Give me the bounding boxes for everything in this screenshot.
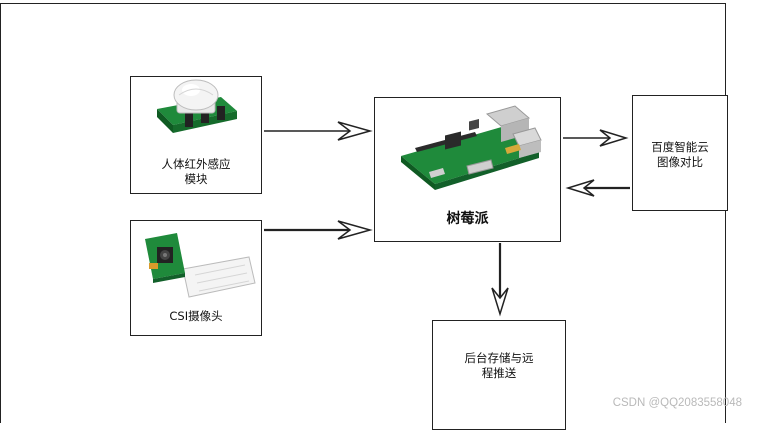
arrowhead-pi-to-backend [491, 287, 509, 317]
arrowhead-pir-to-pi [337, 121, 373, 141]
raspberry-pi-label: 树莓派 [446, 211, 489, 227]
backend-label: 后台存储与远 程推送 [433, 351, 565, 381]
raspberry-pi-box: 树莓派 [374, 97, 561, 242]
baidu-cloud-label-line2: 图像对比 [657, 155, 703, 169]
csi-camera-label: CSI摄像头 [169, 309, 223, 323]
camera-module-icon [145, 233, 256, 298]
baidu-cloud-label-line1: 百度智能云 [651, 140, 709, 154]
outer-frame [0, 3, 726, 423]
backend-label-line2: 程推送 [481, 366, 517, 380]
csi-camera-box: CSI摄像头 [130, 220, 262, 336]
pir-motion-sensor-icon [157, 79, 237, 133]
connector-layer [264, 121, 630, 317]
backend-box: 后台存储与远 程推送 [432, 320, 566, 430]
watermark: CSDN @QQ2083558048 [612, 397, 742, 409]
pir-sensor-label-line1: 人体红外感应 [161, 157, 231, 171]
raspberry-pi-board-icon [401, 105, 542, 190]
arrowhead-pi-to-cloud [599, 129, 629, 147]
pir-sensor-label: 人体红外感应 模块 [131, 157, 261, 187]
pir-sensor-label-line2: 模块 [184, 172, 208, 186]
pir-sensor-box: 人体红外感应 模块 [130, 76, 262, 194]
baidu-cloud-label: 百度智能云 图像对比 [633, 140, 727, 170]
arrowhead-camera-to-pi [337, 220, 373, 240]
baidu-cloud-box: 百度智能云 图像对比 [632, 95, 728, 211]
backend-label-line1: 后台存储与远 [464, 351, 534, 365]
arrowhead-cloud-to-pi [565, 179, 595, 197]
